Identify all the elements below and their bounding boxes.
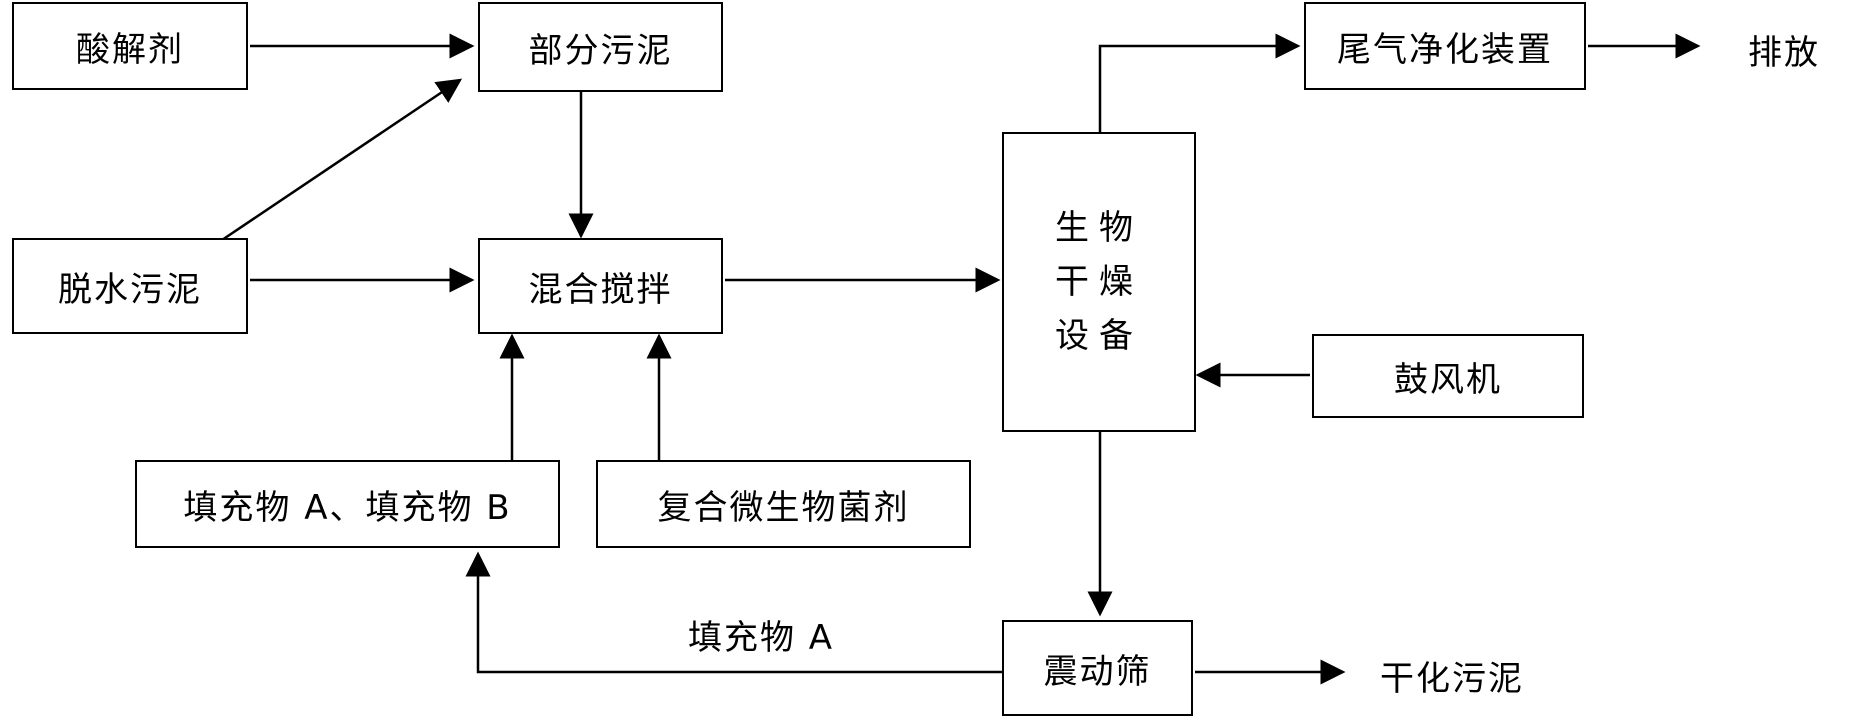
node-acid-agent: 酸解剂 bbox=[12, 2, 248, 90]
bio-dryer-line-3: 设备 bbox=[1055, 316, 1143, 356]
arrow-screen-to-fillers bbox=[465, 551, 1002, 674]
node-vibrating-screen: 震动筛 bbox=[1002, 620, 1193, 716]
node-dewatered-sludge: 脱水污泥 bbox=[12, 238, 248, 334]
node-exhaust-purifier: 尾气净化装置 bbox=[1304, 2, 1586, 90]
node-microbial-agent: 复合微生物菌剂 bbox=[596, 460, 971, 548]
bio-dryer-line-2: 干燥 bbox=[1055, 262, 1143, 302]
node-fillers-ab: 填充物 A、填充物 B bbox=[135, 460, 560, 548]
label-discharge: 排放 bbox=[1748, 33, 1820, 73]
node-partial-sludge: 部分污泥 bbox=[478, 2, 723, 92]
bio-dryer-line-1: 生物 bbox=[1055, 208, 1143, 248]
arrow-dewatered-to-partial bbox=[221, 78, 463, 242]
label-dried-sludge: 干化污泥 bbox=[1380, 659, 1524, 699]
node-bio-dryer: 生物 干燥 设备 bbox=[1002, 132, 1196, 432]
label-filler-a-return: 填充物 A bbox=[688, 618, 835, 658]
node-mix-stir: 混合搅拌 bbox=[478, 238, 723, 334]
node-blower: 鼓风机 bbox=[1312, 334, 1584, 418]
arrow-dryer-to-purifier bbox=[1098, 33, 1301, 132]
